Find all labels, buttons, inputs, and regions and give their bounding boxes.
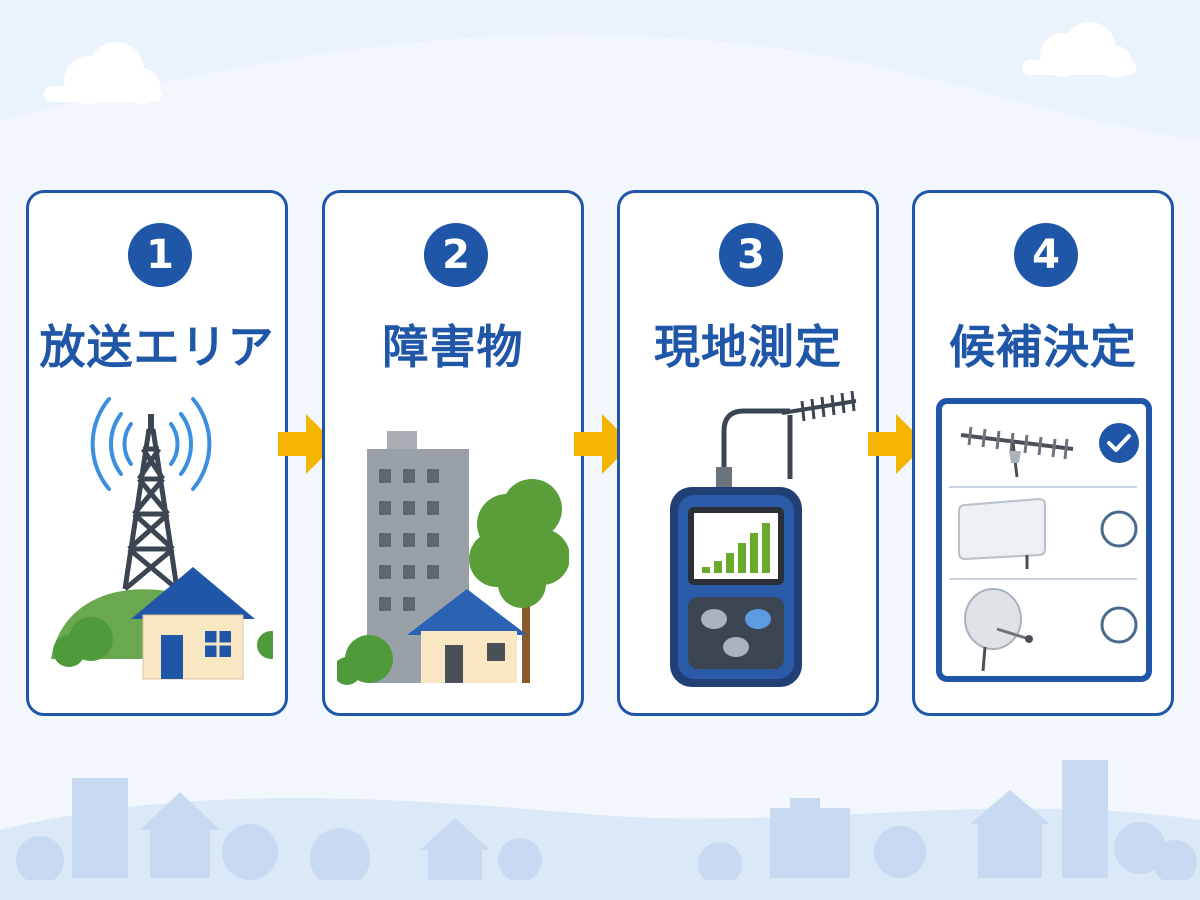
step-card-onsite-measurement: 3 現地測定 xyxy=(617,190,879,716)
step-title: 障害物 xyxy=(382,320,524,374)
building-obstacle-icon xyxy=(337,431,569,685)
step-title: 候補決定 xyxy=(949,320,1137,374)
step-card-obstacles: 2 障害物 xyxy=(322,190,584,716)
step-number-badge: 2 xyxy=(424,223,488,287)
radio-unselected-icon xyxy=(1100,606,1138,644)
step-number-badge: 4 xyxy=(1014,223,1078,287)
flat-panel-antenna-icon xyxy=(958,497,1046,569)
cloud-icon xyxy=(44,42,162,104)
arrow-right-icon xyxy=(574,414,632,474)
step-number-badge: 1 xyxy=(128,223,192,287)
antenna-candidates-icon xyxy=(936,398,1152,682)
step-title: 放送エリア xyxy=(39,320,275,374)
cloud-icon xyxy=(1022,22,1136,78)
arrow-right-icon xyxy=(278,414,336,474)
step-card-broadcast-area: 1 放送エリア xyxy=(26,190,288,716)
check-selected-icon xyxy=(1099,423,1139,463)
broadcast-tower-icon xyxy=(51,397,273,680)
step-number-badge: 3 xyxy=(719,223,783,287)
radio-unselected-icon xyxy=(1100,510,1138,548)
step-title: 現地測定 xyxy=(654,320,842,374)
yagi-antenna-icon xyxy=(960,426,1074,478)
satellite-dish-icon xyxy=(964,588,1033,672)
arrow-right-icon xyxy=(868,414,926,474)
city-skyline-icon xyxy=(16,760,1197,888)
step-card-candidate-decision: 4 候補決定 xyxy=(912,190,1174,716)
signal-meter-icon xyxy=(670,390,857,687)
